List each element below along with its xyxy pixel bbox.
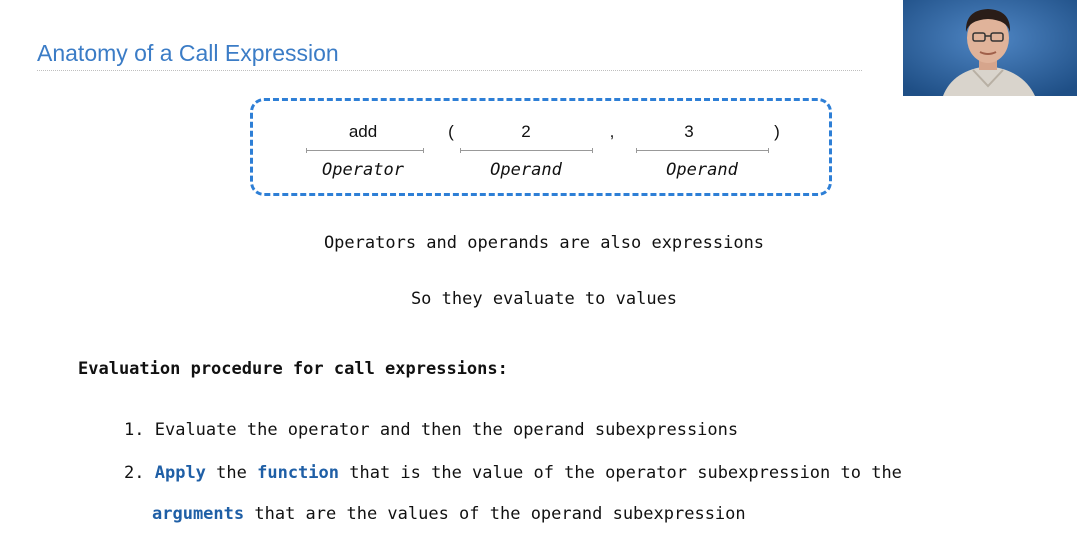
operand1-label: Operand xyxy=(490,160,562,180)
step-2-keyword-function: function xyxy=(257,463,339,483)
step-2-text-c: that are the values of the operand subex… xyxy=(244,504,746,524)
step-2-text-a: the xyxy=(205,463,258,483)
step-1-text: Evaluate the operator and then the opera… xyxy=(154,420,739,440)
operand2-bracket-line xyxy=(636,148,769,153)
operand1-bracket-line xyxy=(460,148,593,153)
procedure-heading: Evaluation procedure for call expression… xyxy=(78,359,508,379)
presenter-webcam xyxy=(903,0,1077,96)
operator-bracket-line xyxy=(306,148,424,153)
operator-label: Operator xyxy=(322,160,404,180)
operand1-token: 2 xyxy=(521,122,531,141)
step-2-number: 2. xyxy=(124,463,145,483)
step-2-keyword-apply: Apply xyxy=(154,463,206,483)
call-expression-box xyxy=(250,98,832,196)
presenter-video-image xyxy=(903,0,1077,96)
close-paren-token: ) xyxy=(774,122,780,141)
step-1: 1. Evaluate the operator and then the op… xyxy=(124,420,738,440)
note-line-2: So they evaluate to values xyxy=(410,289,678,309)
step-1-number: 1. xyxy=(124,420,145,440)
open-paren-token: ( xyxy=(448,122,454,141)
note-line-1: Operators and operands are also expressi… xyxy=(323,233,765,253)
operand2-token: 3 xyxy=(684,122,694,141)
comma-token: , xyxy=(609,122,615,141)
step-2-keyword-arguments: arguments xyxy=(152,504,245,524)
title-divider xyxy=(37,70,862,71)
step-2-continuation: arguments that are the values of the ope… xyxy=(152,504,746,524)
step-2-text-b: that is the value of the operator subexp… xyxy=(339,463,902,483)
slide-title: Anatomy of a Call Expression xyxy=(37,40,339,66)
operator-token: add xyxy=(348,122,378,141)
operand2-label: Operand xyxy=(666,160,738,180)
step-2: 2. Apply the function that is the value … xyxy=(124,463,902,483)
